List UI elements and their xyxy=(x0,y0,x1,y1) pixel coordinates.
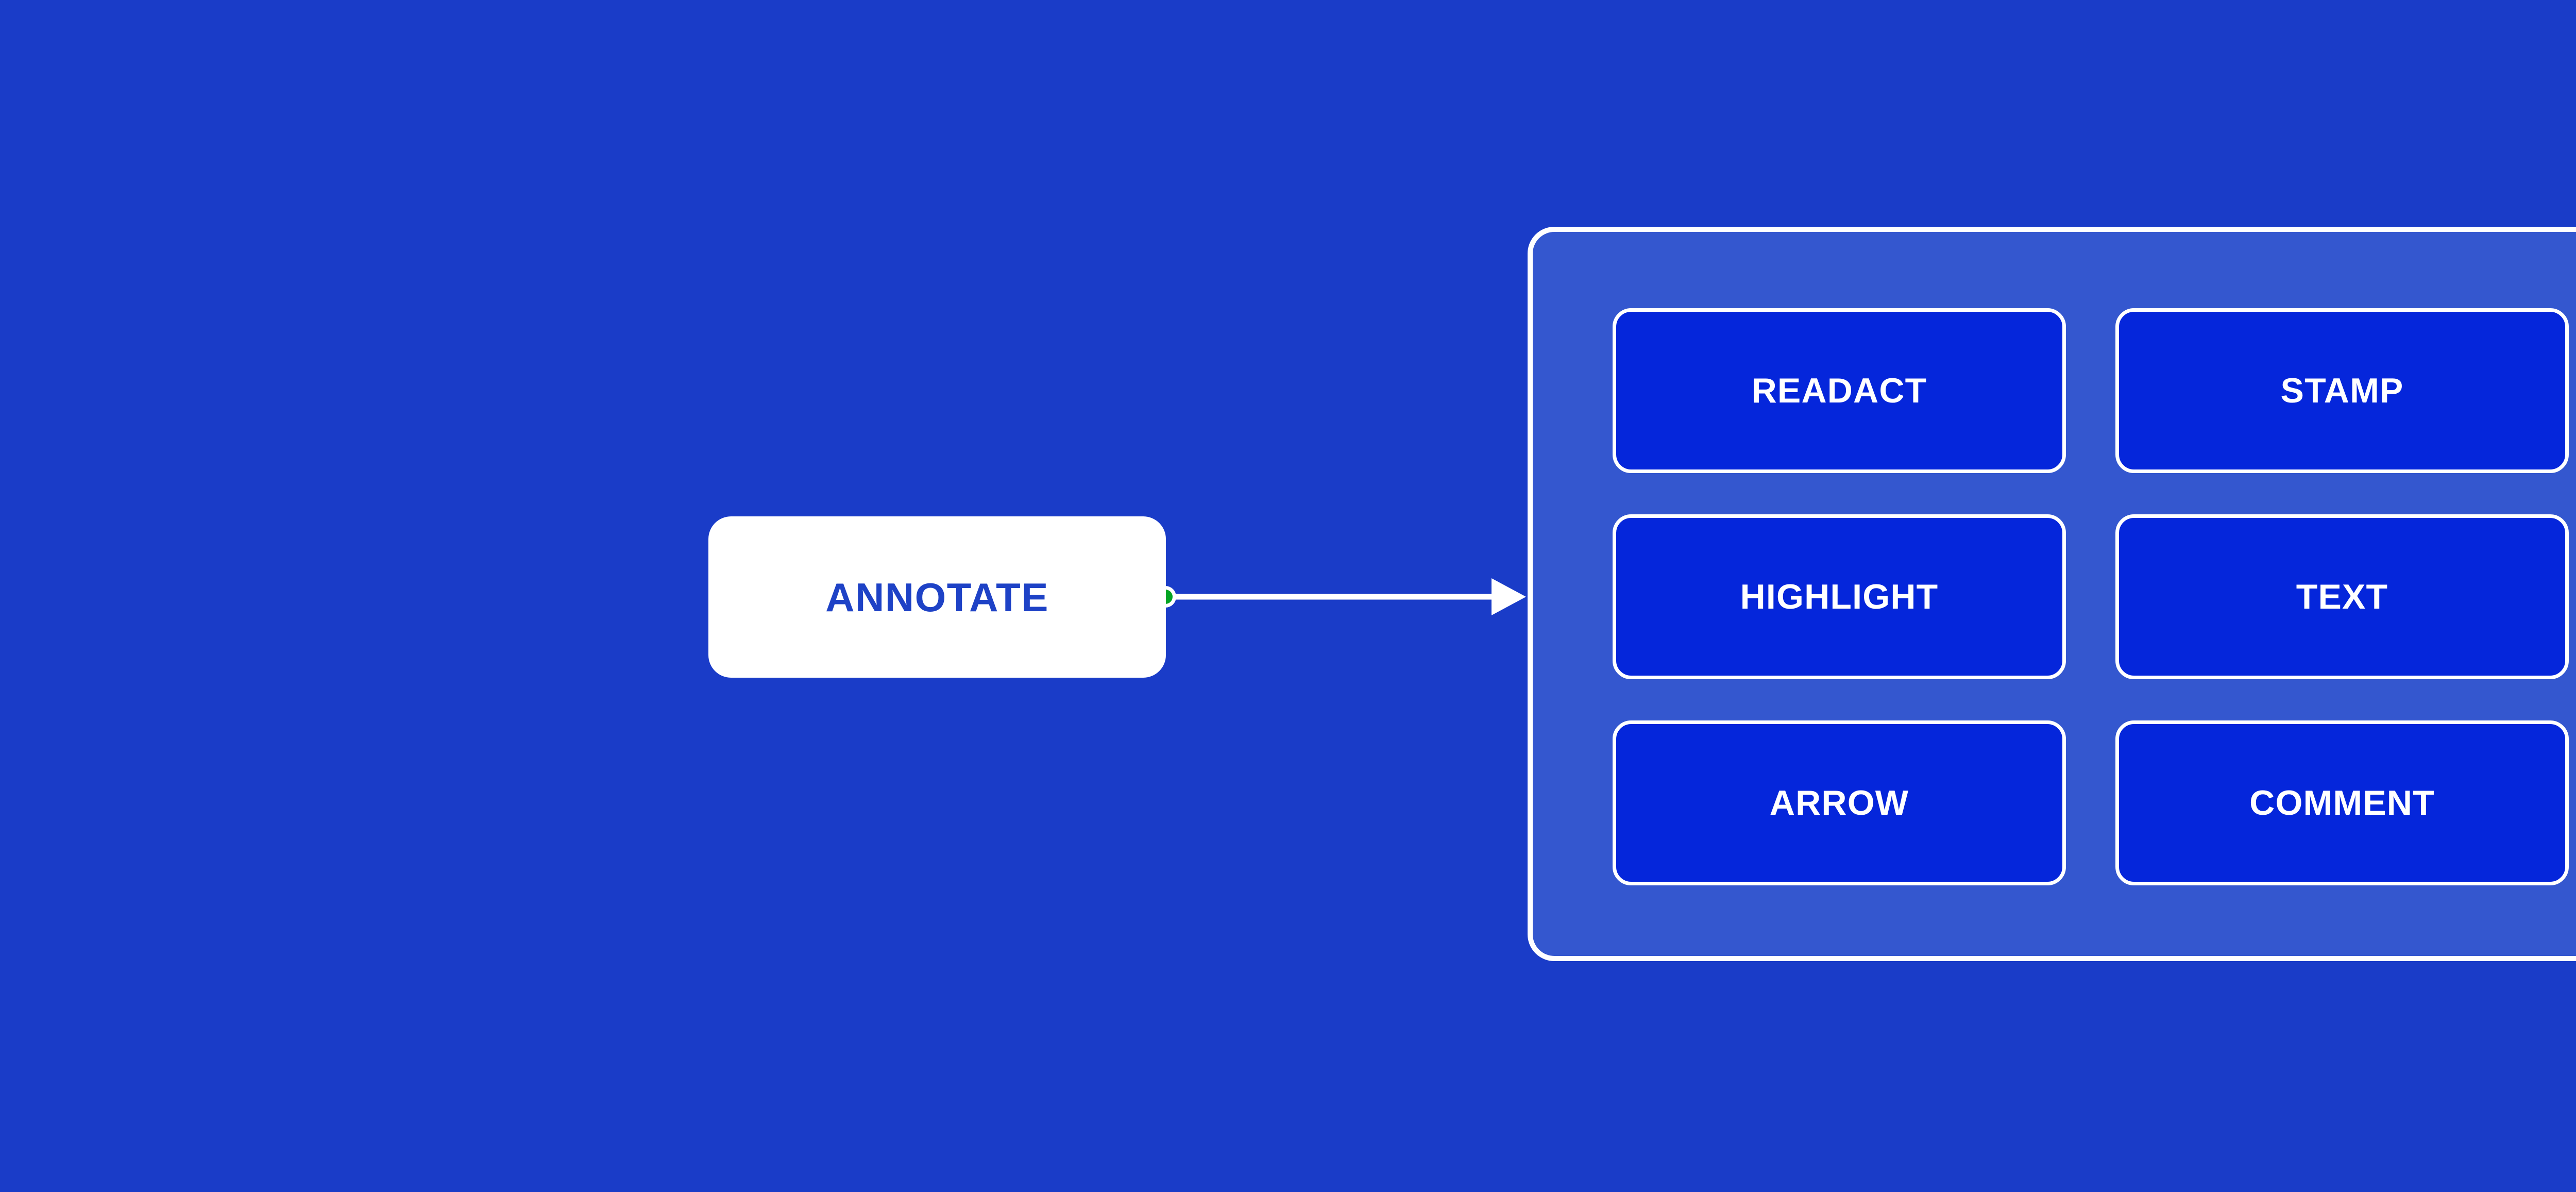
arrowhead-to-group xyxy=(1492,578,1526,615)
tool-button-arrow-label: ARROW xyxy=(1769,783,1909,822)
node-annotate-label: ANNOTATE xyxy=(825,574,1049,620)
tool-button-stamp-label: STAMP xyxy=(2280,371,2404,410)
tool-button-readact-label: READACT xyxy=(1751,371,1927,410)
tool-button-readact[interactable]: READACT xyxy=(1613,308,2066,473)
tool-button-comment[interactable]: COMMENT xyxy=(2115,720,2569,885)
tool-button-text-label: TEXT xyxy=(2296,577,2388,616)
annotation-tools-grid: READACT STAMP HIGHLIGHT TEXT ARROW COMME… xyxy=(1613,308,2569,885)
tool-button-arrow[interactable]: ARROW xyxy=(1613,720,2066,885)
node-annotate[interactable]: ANNOTATE xyxy=(708,516,1166,678)
tool-button-comment-label: COMMENT xyxy=(2249,783,2435,822)
tool-button-stamp[interactable]: STAMP xyxy=(2115,308,2569,473)
annotation-tools-group[interactable]: READACT STAMP HIGHLIGHT TEXT ARROW COMME… xyxy=(1528,227,2576,961)
tool-button-highlight[interactable]: HIGHLIGHT xyxy=(1613,514,2066,679)
tool-button-text[interactable]: TEXT xyxy=(2115,514,2569,679)
tool-button-highlight-label: HIGHLIGHT xyxy=(1740,577,1939,616)
